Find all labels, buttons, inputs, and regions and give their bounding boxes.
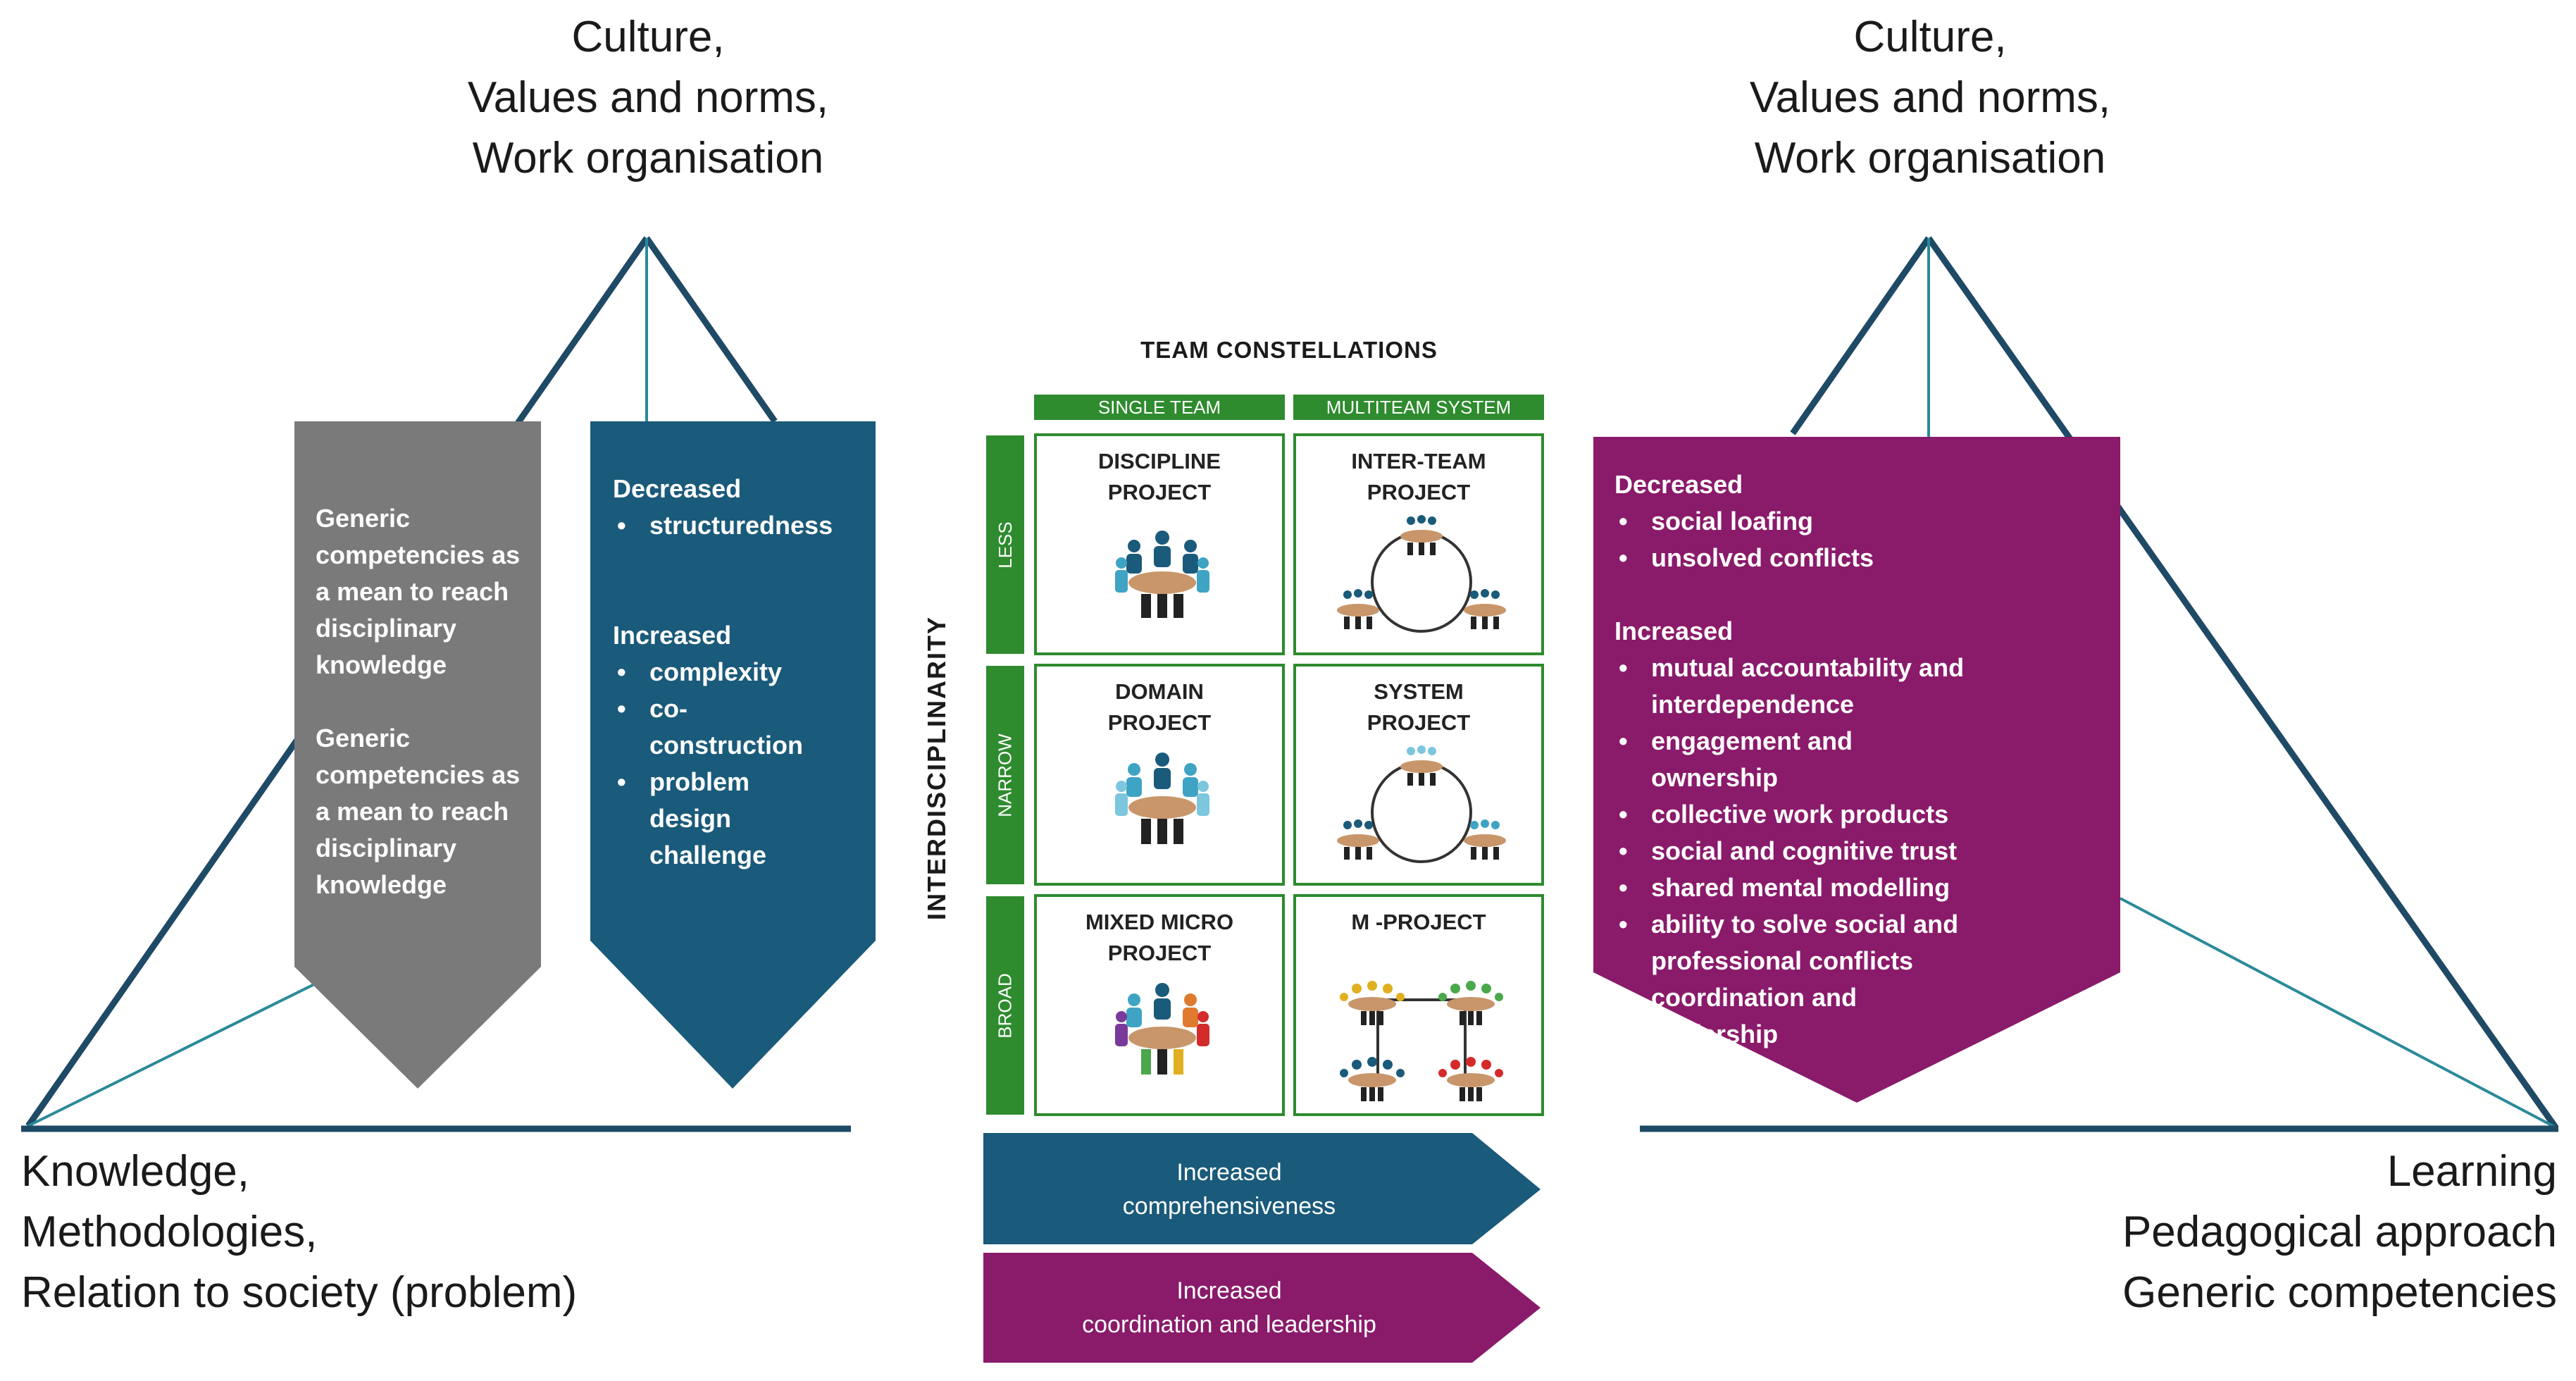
grey-shield-paragraph: Generic competencies as a mean to reach … <box>316 504 521 679</box>
purple-increased-item: collective work products <box>1614 796 1981 833</box>
left-triangle-right-edge <box>644 236 778 423</box>
blue-increased-item: co-construction <box>613 690 803 764</box>
arrow-text-line: coordination and leadership <box>1082 1311 1376 1338</box>
multiteam-meeting-icon <box>1337 745 1506 863</box>
cell-inter-team-project: INTER-TEAM PROJECT <box>1293 433 1544 655</box>
purple-increased-heading: Increased <box>1614 617 1734 645</box>
blue-shield-text: Decreased structuredness Increased compl… <box>613 471 866 874</box>
right-top-label-line: Culture, <box>1853 13 2007 61</box>
column-header-single-team: SINGLE TEAM <box>1034 395 1285 420</box>
blue-increased-list: complexity co-construction problem desig… <box>613 654 824 874</box>
right-bottom-label-line: Pedagogical approach <box>2122 1208 2557 1256</box>
right-top-label-line: Values and norms, <box>1749 73 2111 122</box>
purple-increased-item: shared mental modelling <box>1614 869 1981 906</box>
blue-decreased-item: structuredness <box>613 507 866 544</box>
cell-title: M -PROJECT <box>1351 910 1486 934</box>
row-header-narrow: NARROW <box>986 666 1024 884</box>
team-meeting-icon <box>1115 753 1209 844</box>
left-bottom-label-line: Knowledge, <box>21 1147 250 1196</box>
purple-decreased-list: social loafing unsolved conflicts <box>1614 503 2108 576</box>
purple-increased-item: coordination and leadership <box>1614 979 1981 1053</box>
purple-increased-item: social and cognitive trust <box>1614 833 1981 869</box>
cell-mixed-micro-project: MIXED MICRO PROJECT <box>1034 894 1285 1116</box>
right-triangle-right-edge <box>1926 236 2558 1129</box>
purple-shield-text: Decreased social loafing unsolved confli… <box>1614 466 2108 1053</box>
row-header-label: BROAD <box>994 972 1016 1039</box>
left-top-label: Culture, Values and norms, Work organisa… <box>394 7 902 189</box>
cell-title: MIXED MICRO PROJECT <box>1085 910 1234 965</box>
blue-decreased-list: structuredness <box>613 507 866 544</box>
cell-domain-project: DOMAIN PROJECT <box>1034 664 1285 886</box>
arrow-comprehensiveness-text: Increased comprehensiveness <box>986 1156 1472 1223</box>
arrow-text-line: comprehensiveness <box>1122 1193 1336 1220</box>
right-bottom-label: Learning Pedagogical approach Generic co… <box>1846 1141 2557 1323</box>
arrow-comprehensiveness <box>983 1133 1541 1244</box>
cell-system-project: SYSTEM PROJECT <box>1293 664 1544 886</box>
right-triangle-left-edge <box>1790 236 1931 435</box>
left-bottom-label: Knowledge, Methodologies, Relation to so… <box>21 1141 726 1323</box>
cell-title: DISCIPLINE PROJECT <box>1098 449 1221 504</box>
column-header-multiteam-system: MULTITEAM SYSTEM <box>1293 395 1544 420</box>
row-header-broad: BROAD <box>986 896 1024 1115</box>
left-triangle-inner-line <box>27 981 318 1127</box>
multiteam-meeting-icon <box>1340 981 1503 1101</box>
purple-decreased-item: social loafing <box>1614 503 2108 540</box>
purple-decreased-item: unsolved conflicts <box>1614 540 2108 576</box>
grey-shield-text: Generic competencies as a mean to reach … <box>316 500 527 940</box>
grey-shield <box>294 421 541 1089</box>
row-header-label: LESS <box>994 521 1016 569</box>
row-header-less: LESS <box>986 435 1024 654</box>
purple-increased-item: ability to solve social and professional… <box>1614 906 1981 979</box>
right-bottom-label-line: Generic competencies <box>2122 1268 2557 1317</box>
interdisciplinarity-label: INTERDISCIPLINARITY <box>922 615 952 921</box>
left-top-label-line: Culture, <box>571 13 725 61</box>
team-constellations-title: TEAM CONSTELLATIONS <box>1140 337 1438 363</box>
cell-title: DOMAIN PROJECT <box>1107 679 1212 735</box>
interdisciplinarity-axis: INTERDISCIPLINARITY <box>852 616 1021 920</box>
left-bottom-label-line: Relation to society (problem) <box>21 1268 578 1317</box>
blue-increased-heading: Increased <box>613 621 732 650</box>
arrow-text-line: Increased <box>1176 1277 1282 1304</box>
team-meeting-icon <box>1115 531 1209 618</box>
right-top-label: Culture, Values and norms, Work organisa… <box>1676 7 2184 189</box>
cell-discipline-project: DISCIPLINE PROJECT <box>1034 433 1285 655</box>
left-bottom-label-line: Methodologies, <box>21 1208 318 1256</box>
left-top-label-line: Values and norms, <box>467 73 829 122</box>
team-meeting-icon <box>1115 983 1209 1075</box>
cell-m-project: M -PROJECT <box>1293 894 1544 1116</box>
arrow-coordination-text: Increased coordination and leadership <box>986 1274 1472 1342</box>
purple-decreased-heading: Decreased <box>1614 470 1743 499</box>
grey-shield-paragraph: Generic competencies as a mean to reach … <box>316 724 521 899</box>
right-top-label-line: Work organisation <box>1754 134 2106 182</box>
purple-increased-item: mutual accountability and interdependenc… <box>1614 650 1981 723</box>
right-triangle-inner-line <box>2120 897 2556 1129</box>
blue-increased-item: complexity <box>613 654 824 690</box>
multiteam-meeting-icon <box>1337 515 1506 633</box>
right-bottom-label-line: Learning <box>2387 1147 2557 1196</box>
purple-increased-item: engagement and ownership <box>1614 723 1981 796</box>
arrow-text-line: Increased <box>1176 1159 1282 1186</box>
blue-decreased-heading: Decreased <box>613 474 742 503</box>
purple-increased-list: mutual accountability and interdependenc… <box>1614 650 1981 1053</box>
cell-title: SYSTEM PROJECT <box>1367 679 1471 735</box>
left-top-label-line: Work organisation <box>472 134 824 182</box>
blue-increased-item: problem design challenge <box>613 764 824 874</box>
arrow-coordination <box>983 1253 1541 1363</box>
cell-title: INTER-TEAM PROJECT <box>1351 449 1486 504</box>
